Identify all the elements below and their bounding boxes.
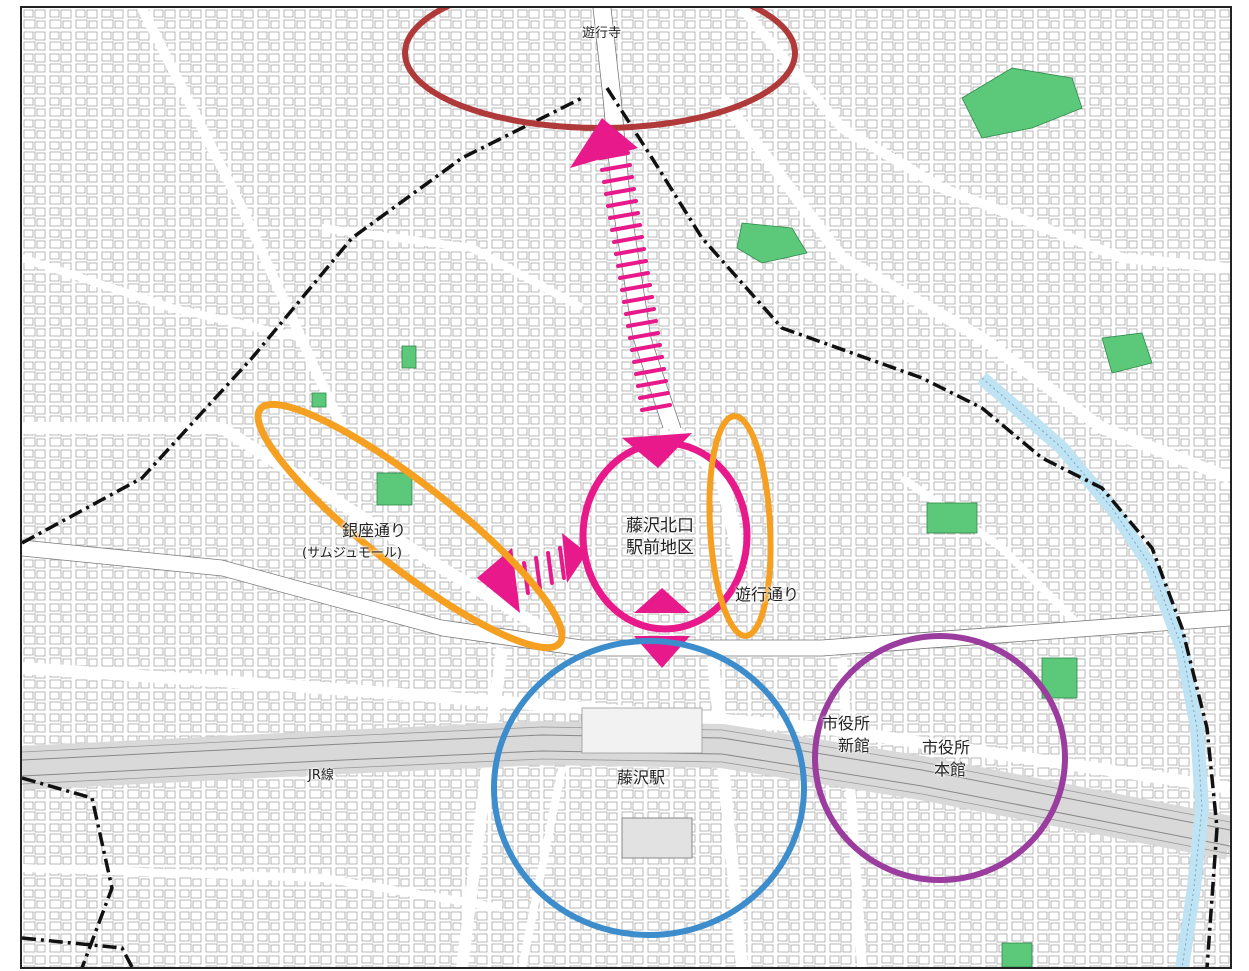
label-jr-line: JR線 (308, 768, 334, 783)
area-map[interactable] (22, 8, 1230, 967)
parks (311, 67, 1153, 967)
yugyo-street-ring (706, 413, 774, 639)
boundary-lines (22, 87, 1219, 967)
label-fujisawa-station: 藤沢駅 (617, 768, 666, 787)
ginza-street-ring (254, 400, 566, 652)
label-yugyo-dori: 遊行通り (735, 585, 800, 604)
label-cityhall-main-line1: 市役所 (922, 738, 971, 757)
road-edges (22, 8, 1230, 657)
label-cityhall-new-line2: 新館 (838, 736, 871, 755)
roads (22, 8, 1230, 967)
label-ginza-line1: 銀座通り (342, 521, 407, 540)
station-plaza (581, 707, 703, 754)
label-cityhall-main-line2: 本館 (934, 760, 967, 779)
label-kitaguchi-line2: 駅前地区 (626, 538, 694, 558)
label-cityhall-new-line1: 市役所 (822, 714, 871, 733)
label-ginza-line2: (サムジュモール) (302, 546, 402, 561)
kitaguchi-area-ring (579, 439, 751, 633)
map-frame: 遊行寺 藤沢北口 駅前地区 銀座通り (サムジュモール) 遊行通り 藤沢駅 JR… (20, 6, 1232, 969)
station-area-ring (491, 638, 807, 938)
station-building (621, 817, 693, 859)
label-yugyoji: 遊行寺 (582, 26, 622, 41)
label-kitaguchi-line1: 藤沢北口 (626, 516, 694, 536)
link-arrow-north (570, 118, 692, 468)
river (977, 372, 1210, 967)
cityhall-area-ring (812, 633, 1068, 883)
